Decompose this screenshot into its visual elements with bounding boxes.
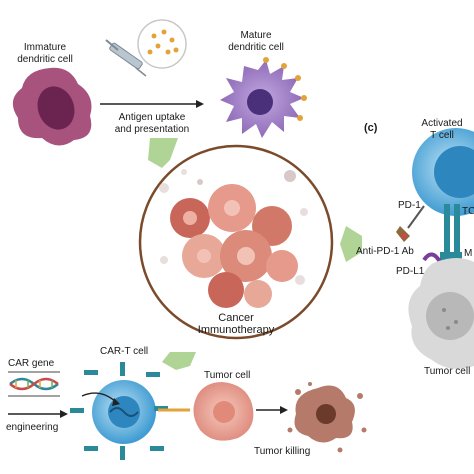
activated-t-label-line2: T cell xyxy=(430,130,454,141)
immature-dendritic-cell xyxy=(12,67,92,146)
antigen-step-label: Antigen uptake and presentation xyxy=(115,112,190,136)
immature-dc-label: Immature dendritic cell xyxy=(17,42,73,66)
syringe-icon xyxy=(105,39,147,77)
center-label-line1: Cancer xyxy=(218,312,254,324)
activated-t-cell xyxy=(396,128,474,270)
mhc-label: M xyxy=(464,248,473,259)
antigen-vial-icon xyxy=(137,19,187,69)
central-tumor-circle xyxy=(138,144,334,340)
pd1-label: PD-1 xyxy=(398,200,421,211)
engineering-label: engineering xyxy=(6,422,59,433)
panel-c-label: (c) xyxy=(364,122,378,134)
tumor-cell-bottom-label: Tumor cell xyxy=(204,370,251,381)
antigen-uptake-arrow xyxy=(100,100,204,108)
tumor-cell-right xyxy=(408,258,474,369)
tumor-killing-label: Tumor killing xyxy=(254,446,311,457)
car-t-label: CAR-T cell xyxy=(100,346,149,357)
mature-dc-label: Mature dendritic cell xyxy=(228,30,284,54)
anti-pd1-label: Anti-PD-1 Ab xyxy=(356,246,414,257)
antigen-step-label-line1: Antigen uptake xyxy=(118,112,186,123)
car-gene-label: CAR gene xyxy=(8,358,55,369)
car-t-cell xyxy=(70,362,190,460)
tcr-label: TC xyxy=(462,206,474,217)
pdl1-label: PD-L1 xyxy=(396,266,425,277)
immature-dc-label-line1: Immature xyxy=(23,42,67,53)
engineering-arrow xyxy=(8,410,68,418)
killed-tumor-cell xyxy=(287,382,367,453)
activated-t-label: Activated T cell xyxy=(421,118,462,142)
mature-dc-label-line2: dendritic cell xyxy=(228,42,284,53)
center-label: Cancer Immunotherapy xyxy=(198,312,274,336)
car-gene-dna-icon xyxy=(8,371,60,397)
mature-dendritic-cell xyxy=(220,57,307,138)
activated-t-label-line1: Activated xyxy=(421,118,463,129)
tumor-cell-right-label: Tumor cell xyxy=(424,366,471,377)
antigen-step-label-line2: and presentation xyxy=(114,124,190,135)
center-label-line2: Immunotherapy xyxy=(197,324,275,336)
tumor-cell-bottom xyxy=(193,382,254,441)
green-arrow-right xyxy=(340,226,362,262)
mature-dc-label-line1: Mature xyxy=(240,30,272,41)
green-arrow-bottom xyxy=(162,352,196,370)
immature-dc-label-line2: dendritic cell xyxy=(17,54,73,65)
tumor-killing-arrow xyxy=(256,406,288,414)
green-arrow-top xyxy=(148,138,178,168)
